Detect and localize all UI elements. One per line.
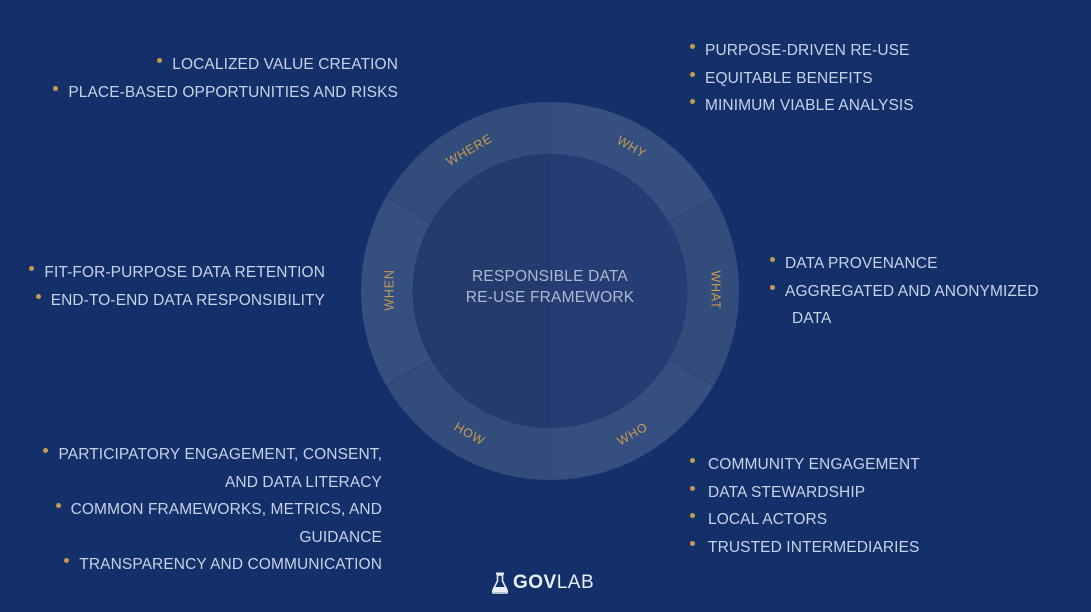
segment-who	[550, 359, 714, 480]
bullet-icon	[770, 284, 775, 290]
list-item: MINIMUM VIABLE ANALYSIS	[690, 92, 914, 120]
segment-label-what: WHAT	[708, 270, 723, 310]
when-list: FIT-FOR-PURPOSE DATA RETENTION END-TO-EN…	[29, 259, 325, 314]
bullet-icon	[690, 540, 695, 546]
list-item: LOCAL ACTORS	[690, 506, 920, 534]
list-item: PLACE-BASED OPPORTUNITIES AND RISKS	[53, 79, 398, 107]
logo-gov-text: GOV	[513, 572, 557, 593]
segment-why	[550, 102, 714, 223]
list-item: EQUITABLE BENEFITS	[690, 65, 914, 93]
bullet-icon	[690, 485, 695, 491]
list-item: END-TO-END DATA RESPONSIBILITY	[29, 287, 325, 315]
list-item: FIT-FOR-PURPOSE DATA RETENTION	[29, 259, 325, 287]
bullet-icon	[690, 71, 695, 77]
list-item: TRANSPARENCY AND COMMUNICATION	[43, 551, 382, 579]
how-list: PARTICIPATORY ENGAGEMENT, CONSENT, AND D…	[43, 441, 382, 579]
list-item-continuation: AND DATA LITERACY	[224, 473, 382, 491]
list-item: PARTICIPATORY ENGAGEMENT, CONSENT,	[43, 441, 382, 469]
logo-lab-text: LAB	[556, 572, 595, 593]
list-item: COMMUNITY ENGAGEMENT	[690, 451, 920, 479]
list-item: COMMON FRAMEWORKS, METRICS, AND	[43, 496, 382, 524]
list-item-continuation: DATA	[792, 310, 832, 327]
bullet-icon	[53, 85, 59, 91]
bullet-icon	[35, 293, 41, 299]
what-list: DATA PROVENANCE AGGREGATED AND ANONYMIZE…	[770, 250, 1039, 333]
bullet-icon	[55, 503, 61, 509]
bullet-icon	[690, 458, 695, 464]
flask-icon	[492, 572, 508, 594]
segment-label-when: WHEN	[382, 269, 397, 311]
bullet-icon	[690, 44, 695, 50]
list-item-continuation: GUIDANCE	[299, 528, 382, 546]
segment-when	[360, 196, 432, 386]
bullet-icon	[64, 558, 70, 564]
bullet-icon	[770, 257, 775, 263]
list-item: PURPOSE-DRIVEN RE-USE	[690, 37, 914, 65]
where-list: LOCALIZED VALUE CREATION PLACE-BASED OPP…	[53, 51, 398, 106]
list-item: DATA STEWARDSHIP	[690, 479, 920, 507]
list-item: LOCALIZED VALUE CREATION	[53, 51, 398, 79]
bullet-icon	[690, 99, 695, 105]
bullet-icon	[29, 266, 35, 272]
ring-segments	[360, 102, 740, 481]
who-list: COMMUNITY ENGAGEMENT DATA STEWARDSHIP LO…	[690, 451, 920, 561]
bullet-icon	[690, 513, 695, 519]
segment-how	[386, 359, 550, 481]
framework-title-line1: RESPONSIBLE DATA	[472, 268, 628, 285]
list-item: TRUSTED INTERMEDIARIES	[690, 534, 920, 562]
why-list: PURPOSE-DRIVEN RE-USE EQUITABLE BENEFITS…	[690, 37, 914, 120]
bullet-icon	[157, 58, 163, 64]
segment-what	[668, 196, 740, 386]
segment-where	[386, 102, 550, 223]
list-item: DATA PROVENANCE	[770, 250, 1039, 278]
bullet-icon	[43, 448, 49, 454]
framework-title: RESPONSIBLE DATA RE-USE FRAMEWORK	[440, 266, 660, 308]
framework-title-line2: RE-USE FRAMEWORK	[465, 289, 635, 306]
list-item: AGGREGATED AND ANONYMIZED	[770, 278, 1039, 306]
